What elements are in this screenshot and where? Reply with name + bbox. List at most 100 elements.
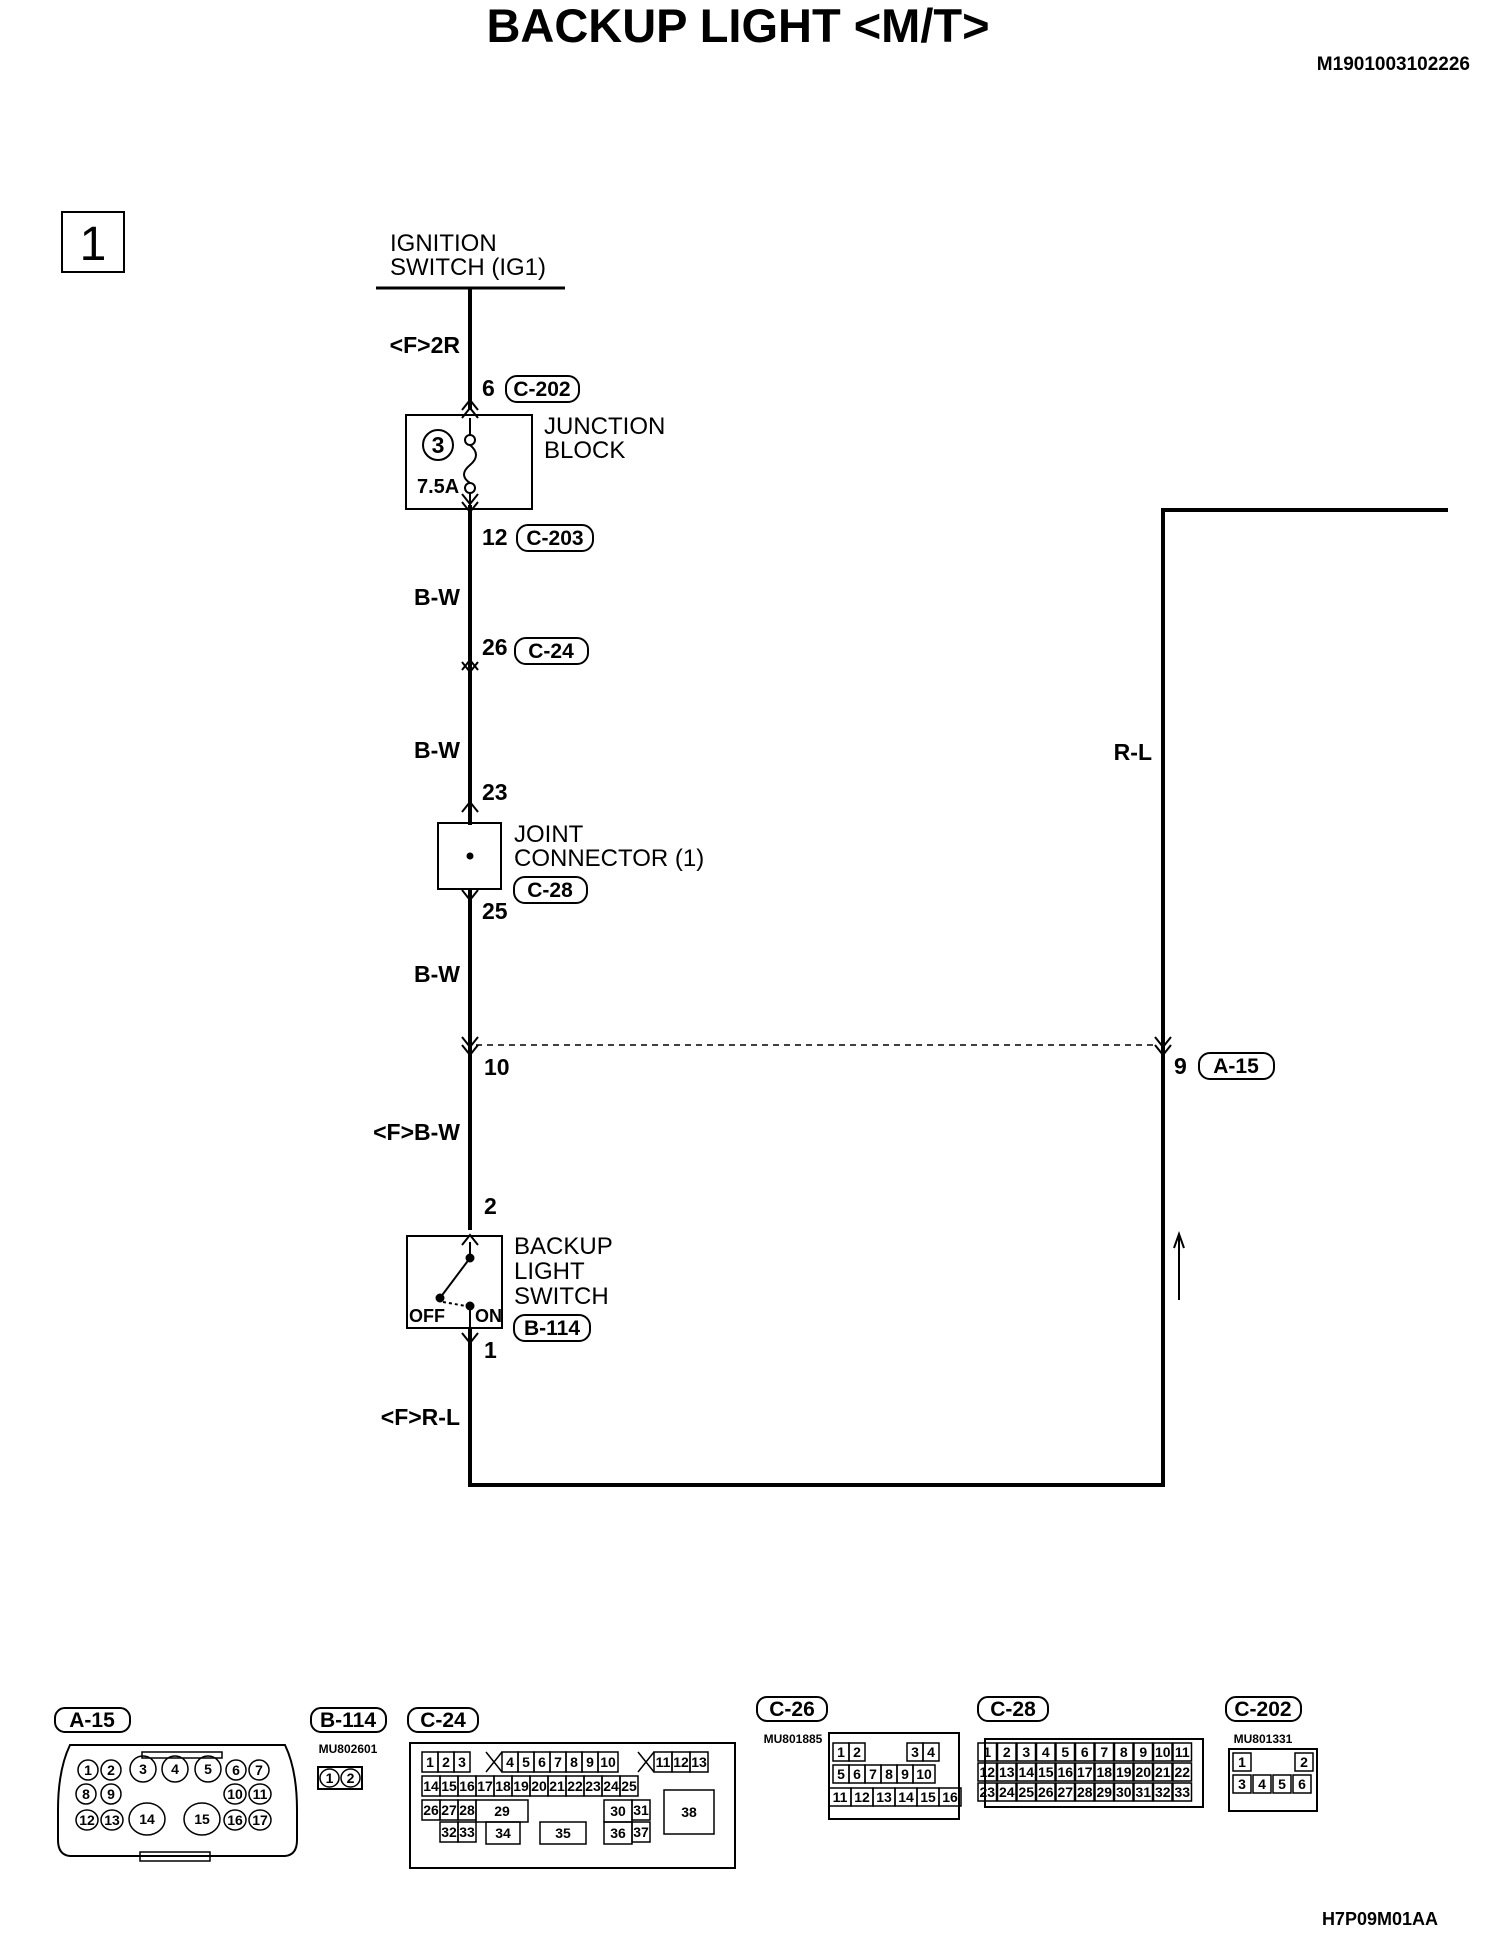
pin-9-number: 9 [1174,1053,1187,1079]
connector-c28-pin: 24 [996,1782,1017,1802]
pin-c202-number: 6 [482,375,495,401]
connector-c26-pin: 1 [832,1742,850,1762]
section-number-box [61,211,125,273]
connector-c28-pin-label: 29 [1096,1784,1112,1800]
connector-c202-pin: 3 [1232,1774,1252,1794]
wire-rl-label: R-L [1114,739,1152,765]
connector-c24-pin-label: 21 [549,1778,565,1794]
connector-c24-pin-label: 11 [656,1754,671,1770]
connector-c202-pin-label: 2 [1300,1754,1308,1770]
connector-c26-pin-label: 13 [876,1789,892,1805]
connector-c202-pin: 2 [1294,1752,1314,1772]
joint-connector [437,822,502,890]
connector-c24-pin: 13 [689,1751,709,1773]
connector-c28-pin: 22 [1172,1762,1193,1782]
backup-light-switch [406,1235,503,1329]
connector-c28-pin: 5 [1055,1742,1076,1762]
connector-a15-pin: 9 [100,1783,122,1805]
connector-b114-pin: 1 [319,1768,340,1788]
connector-c24-pin: 31 [631,1799,651,1821]
connector-a15-pin: 2 [100,1759,122,1781]
connector-c24-pin-label: 9 [586,1754,594,1770]
connector-tag-c28-text: C-28 [527,879,573,902]
connector-tag-a15-text: A-15 [1213,1055,1259,1078]
connector-c28-pin-label: 3 [1022,1744,1030,1760]
switch-label-2: LIGHT [514,1258,585,1285]
connector-c24-pin-label: 18 [495,1778,511,1794]
current-flow-arrow-icon [1173,1231,1185,1300]
connector-c24-pin: 3 [453,1751,471,1773]
connector-c202-pin-label: 3 [1238,1776,1246,1792]
connector-view-a15-label: A-15 [69,1709,115,1732]
connector-c28-pin: 15 [1035,1762,1056,1782]
connector-view-b114-label: B-114 [320,1709,376,1732]
wire-f-bw-label: <F>B-W [373,1119,460,1145]
connector-c28-pin-label: 20 [1135,1764,1151,1780]
pin-c24-number: 26 [482,634,508,660]
connector-a15-pin: 4 [161,1755,189,1783]
connector-c28-pin-label: 10 [1155,1744,1171,1760]
joint-connector-label-1: JOINT [514,821,584,848]
connector-c28-pin-label: 18 [1096,1764,1112,1780]
connector-a15-pin-label: 3 [139,1761,147,1777]
connector-c28-pin: 14 [1016,1762,1037,1782]
connector-c28-pin: 18 [1094,1762,1115,1782]
connector-c24-pin: 7 [549,1751,567,1773]
connector-c24-pin-label: 1 [426,1754,434,1770]
connector-c24-pin-label: 14 [423,1778,439,1794]
connector-c28-pin: 16 [1055,1762,1076,1782]
connector-c28-pin-label: 5 [1061,1744,1069,1760]
connector-view-c28-label: C-28 [990,1698,1036,1721]
connector-c28-pin: 19 [1113,1762,1134,1782]
connector-c24-pin: 24 [601,1775,621,1797]
connector-c28-pin: 29 [1094,1782,1115,1802]
connector-c28-pin-label: 23 [979,1784,995,1800]
connector-a15-pin: 7 [248,1759,270,1781]
connector-a15-pin: 16 [223,1809,247,1831]
connector-a15-pin: 5 [194,1755,222,1783]
connector-c28-pin: 28 [1074,1782,1095,1802]
connector-c24-pin: 15 [439,1775,459,1797]
wire-bw-label-3: B-W [414,961,460,987]
connector-c28-pin-label: 7 [1100,1744,1108,1760]
connector-c24-pin: 22 [565,1775,585,1797]
connector-c24-pin-label: 20 [531,1778,547,1794]
diagram-code: M1901003102226 [1317,54,1470,75]
connector-c24-pin: 30 [603,1799,633,1823]
connector-c24-pin-label: 25 [621,1778,637,1794]
connector-tag-b114: B-114 [513,1314,591,1342]
connector-tag-b114-text: B-114 [524,1317,580,1340]
connector-a15-pin: 11 [248,1783,272,1805]
connector-c202-pin-label: 5 [1278,1776,1286,1792]
connector-a15-pin: 15 [183,1802,221,1836]
connector-c24-pin: 26 [421,1799,441,1821]
connector-a15-pin-label: 11 [253,1786,268,1802]
connector-c28-pin-label: 9 [1139,1744,1147,1760]
connector-a15-pin-label: 4 [171,1761,179,1777]
connector-tag-c202: C-202 [505,375,580,403]
section-number: 1 [80,218,107,271]
connector-a15-pin: 3 [129,1755,157,1783]
connector-c28-pin: 7 [1094,1742,1115,1762]
connector-c28-pin: 30 [1113,1782,1134,1802]
connector-c28-pin-label: 32 [1155,1784,1171,1800]
connector-c24-pin-label: 5 [522,1754,530,1770]
connector-c26-pin: 9 [896,1764,914,1784]
connector-c24-pin-label: 27 [441,1802,457,1818]
connector-c26-pin-label: 1 [837,1744,845,1760]
connector-c24-pin-label: 34 [495,1825,511,1841]
connector-c28-pin: 12 [977,1762,998,1782]
connector-c24-pin-label: 33 [459,1824,475,1840]
connector-a15-pin-label: 17 [252,1812,268,1828]
connector-c28-pin: 27 [1055,1782,1076,1802]
connector-a15-pin-label: 13 [104,1812,120,1828]
connector-c24-pin-label: 29 [494,1803,510,1819]
connector-a15-pin: 1 [77,1759,99,1781]
pin-2-number: 2 [484,1193,497,1219]
connector-a15-pin-label: 5 [204,1761,212,1777]
fuse-number-circle [422,429,454,461]
connector-c24-pin: 12 [671,1751,691,1773]
